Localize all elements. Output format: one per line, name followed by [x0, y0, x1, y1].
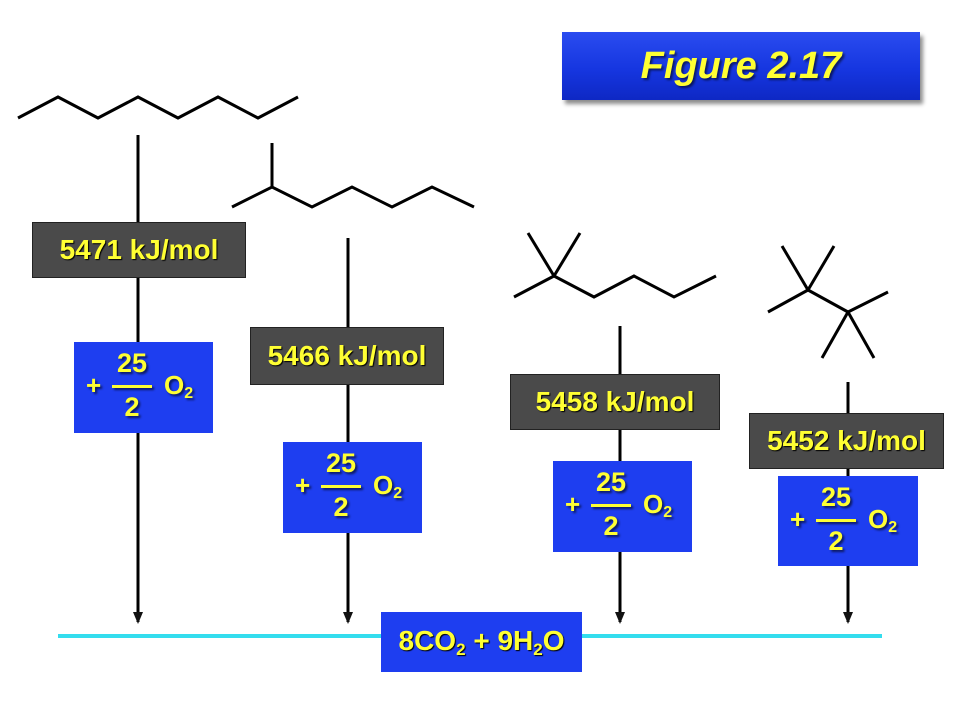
energy-label-methylheptane: 5466 kJ/mol: [250, 327, 444, 385]
co2-formula: 8CO2: [398, 624, 466, 659]
fraction-bar: [816, 519, 856, 522]
fraction-denominator: 2: [603, 511, 619, 541]
figure-title-box: Figure 2.17: [562, 32, 920, 100]
oxygen-molecule: O2: [164, 370, 194, 402]
oxygen-term-methylheptane: + 25 2 O2: [283, 442, 422, 533]
oxygen-molecule: O2: [868, 504, 898, 536]
dimethylhexane-structure: [513, 232, 717, 299]
fraction-numerator: 25: [116, 348, 148, 378]
fraction-numerator: 25: [325, 448, 357, 478]
oxygen-term-octane: + 25 2 O2: [74, 342, 213, 433]
fraction-denominator: 2: [124, 392, 140, 422]
plus-sign: +: [86, 370, 102, 400]
plus-sign: +: [565, 489, 581, 519]
oxygen-molecule: O2: [373, 470, 403, 502]
fraction-bar: [591, 504, 631, 507]
energy-label-octane: 5471 kJ/mol: [32, 222, 246, 278]
tetramethylbutane-structure: [767, 245, 889, 359]
energy-label-tetramethylbutane: 5452 kJ/mol: [749, 413, 944, 469]
fraction-denominator: 2: [333, 492, 349, 522]
oxygen-molecule: O2: [643, 489, 673, 521]
h2o-formula: + 9H2O: [465, 624, 565, 659]
energy-label-dimethylhexane: 5458 kJ/mol: [510, 374, 720, 430]
fraction-numerator: 25: [595, 467, 627, 497]
combustion-products: 8CO2 + 9H2O: [381, 612, 582, 672]
fraction-numerator: 25: [820, 482, 852, 512]
fraction-denominator: 2: [828, 526, 844, 556]
oxygen-term-tetramethylbutane: + 25 2 O2: [778, 476, 918, 566]
figure-title: Figure 2.17: [640, 44, 842, 87]
plus-sign: +: [295, 470, 311, 500]
fraction-bar: [321, 485, 361, 488]
methylheptane-structure: [231, 143, 475, 209]
octane-structure: [17, 95, 299, 120]
fraction-bar: [112, 385, 152, 388]
plus-sign: +: [790, 504, 806, 534]
oxygen-term-dimethylhexane: + 25 2 O2: [553, 461, 692, 552]
